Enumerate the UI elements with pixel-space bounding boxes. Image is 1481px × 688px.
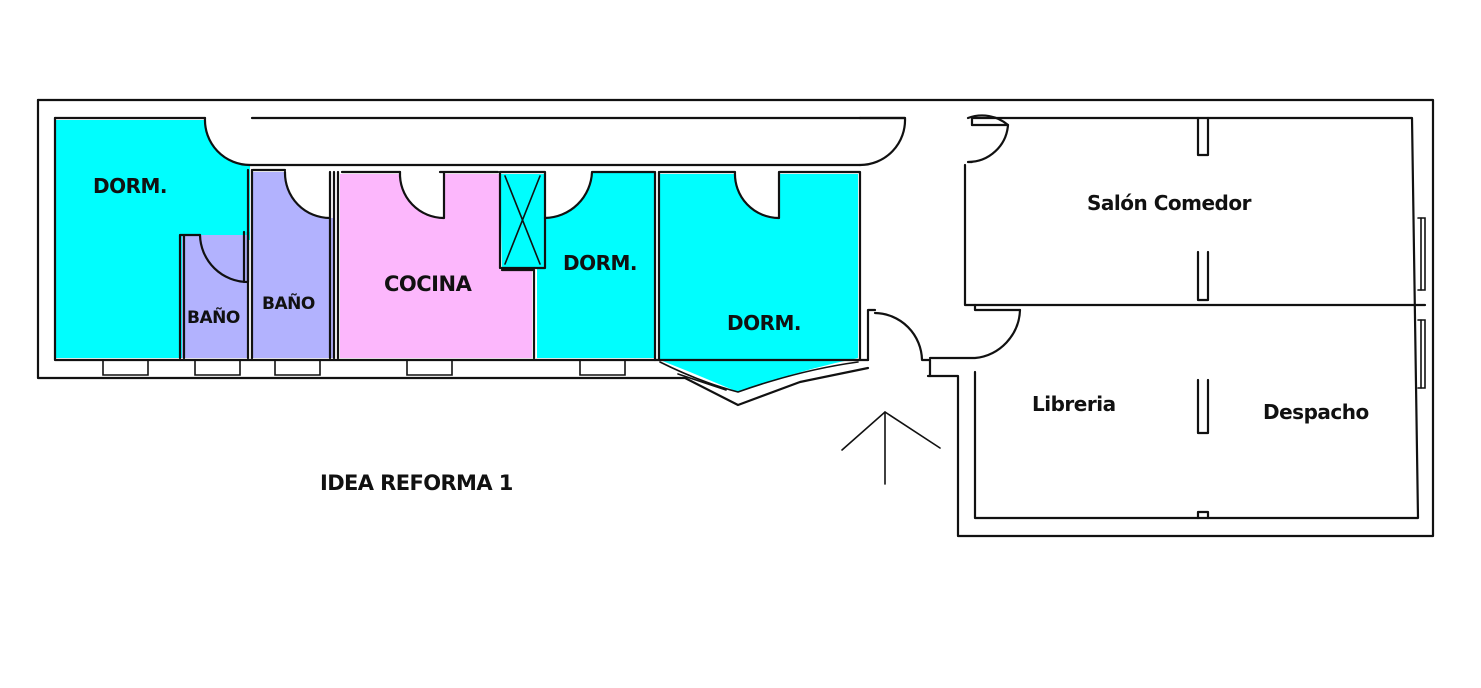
plan-title: IDEA REFORMA 1: [320, 471, 513, 495]
dorm-3-fill: [660, 174, 858, 392]
dorm-1-label: DORM.: [93, 174, 167, 198]
cocina-fill: [340, 174, 532, 358]
libreria-label: Libreria: [1032, 392, 1116, 416]
dorm-3-label: DORM.: [727, 311, 801, 335]
bano-1-label: BAÑO: [187, 305, 240, 328]
dorm-1-fill: [55, 120, 250, 358]
partitions: [102, 116, 907, 393]
bano-1-fill: [182, 235, 248, 358]
dorm-2-fill: [500, 172, 655, 358]
room-fills: [55, 120, 858, 392]
cocina-label: COCINA: [384, 272, 473, 296]
bano-2-fill: [253, 172, 333, 358]
dorm-2-label: DORM.: [563, 251, 637, 275]
bano-2-label: BAÑO: [262, 291, 315, 314]
despacho-label: Despacho: [1263, 400, 1369, 424]
walls: [36, 98, 1435, 538]
entry-doors: [873, 114, 1022, 362]
salon-comedor-label: Salón Comedor: [1087, 191, 1252, 215]
entrance-arrow-icon: [841, 410, 941, 485]
